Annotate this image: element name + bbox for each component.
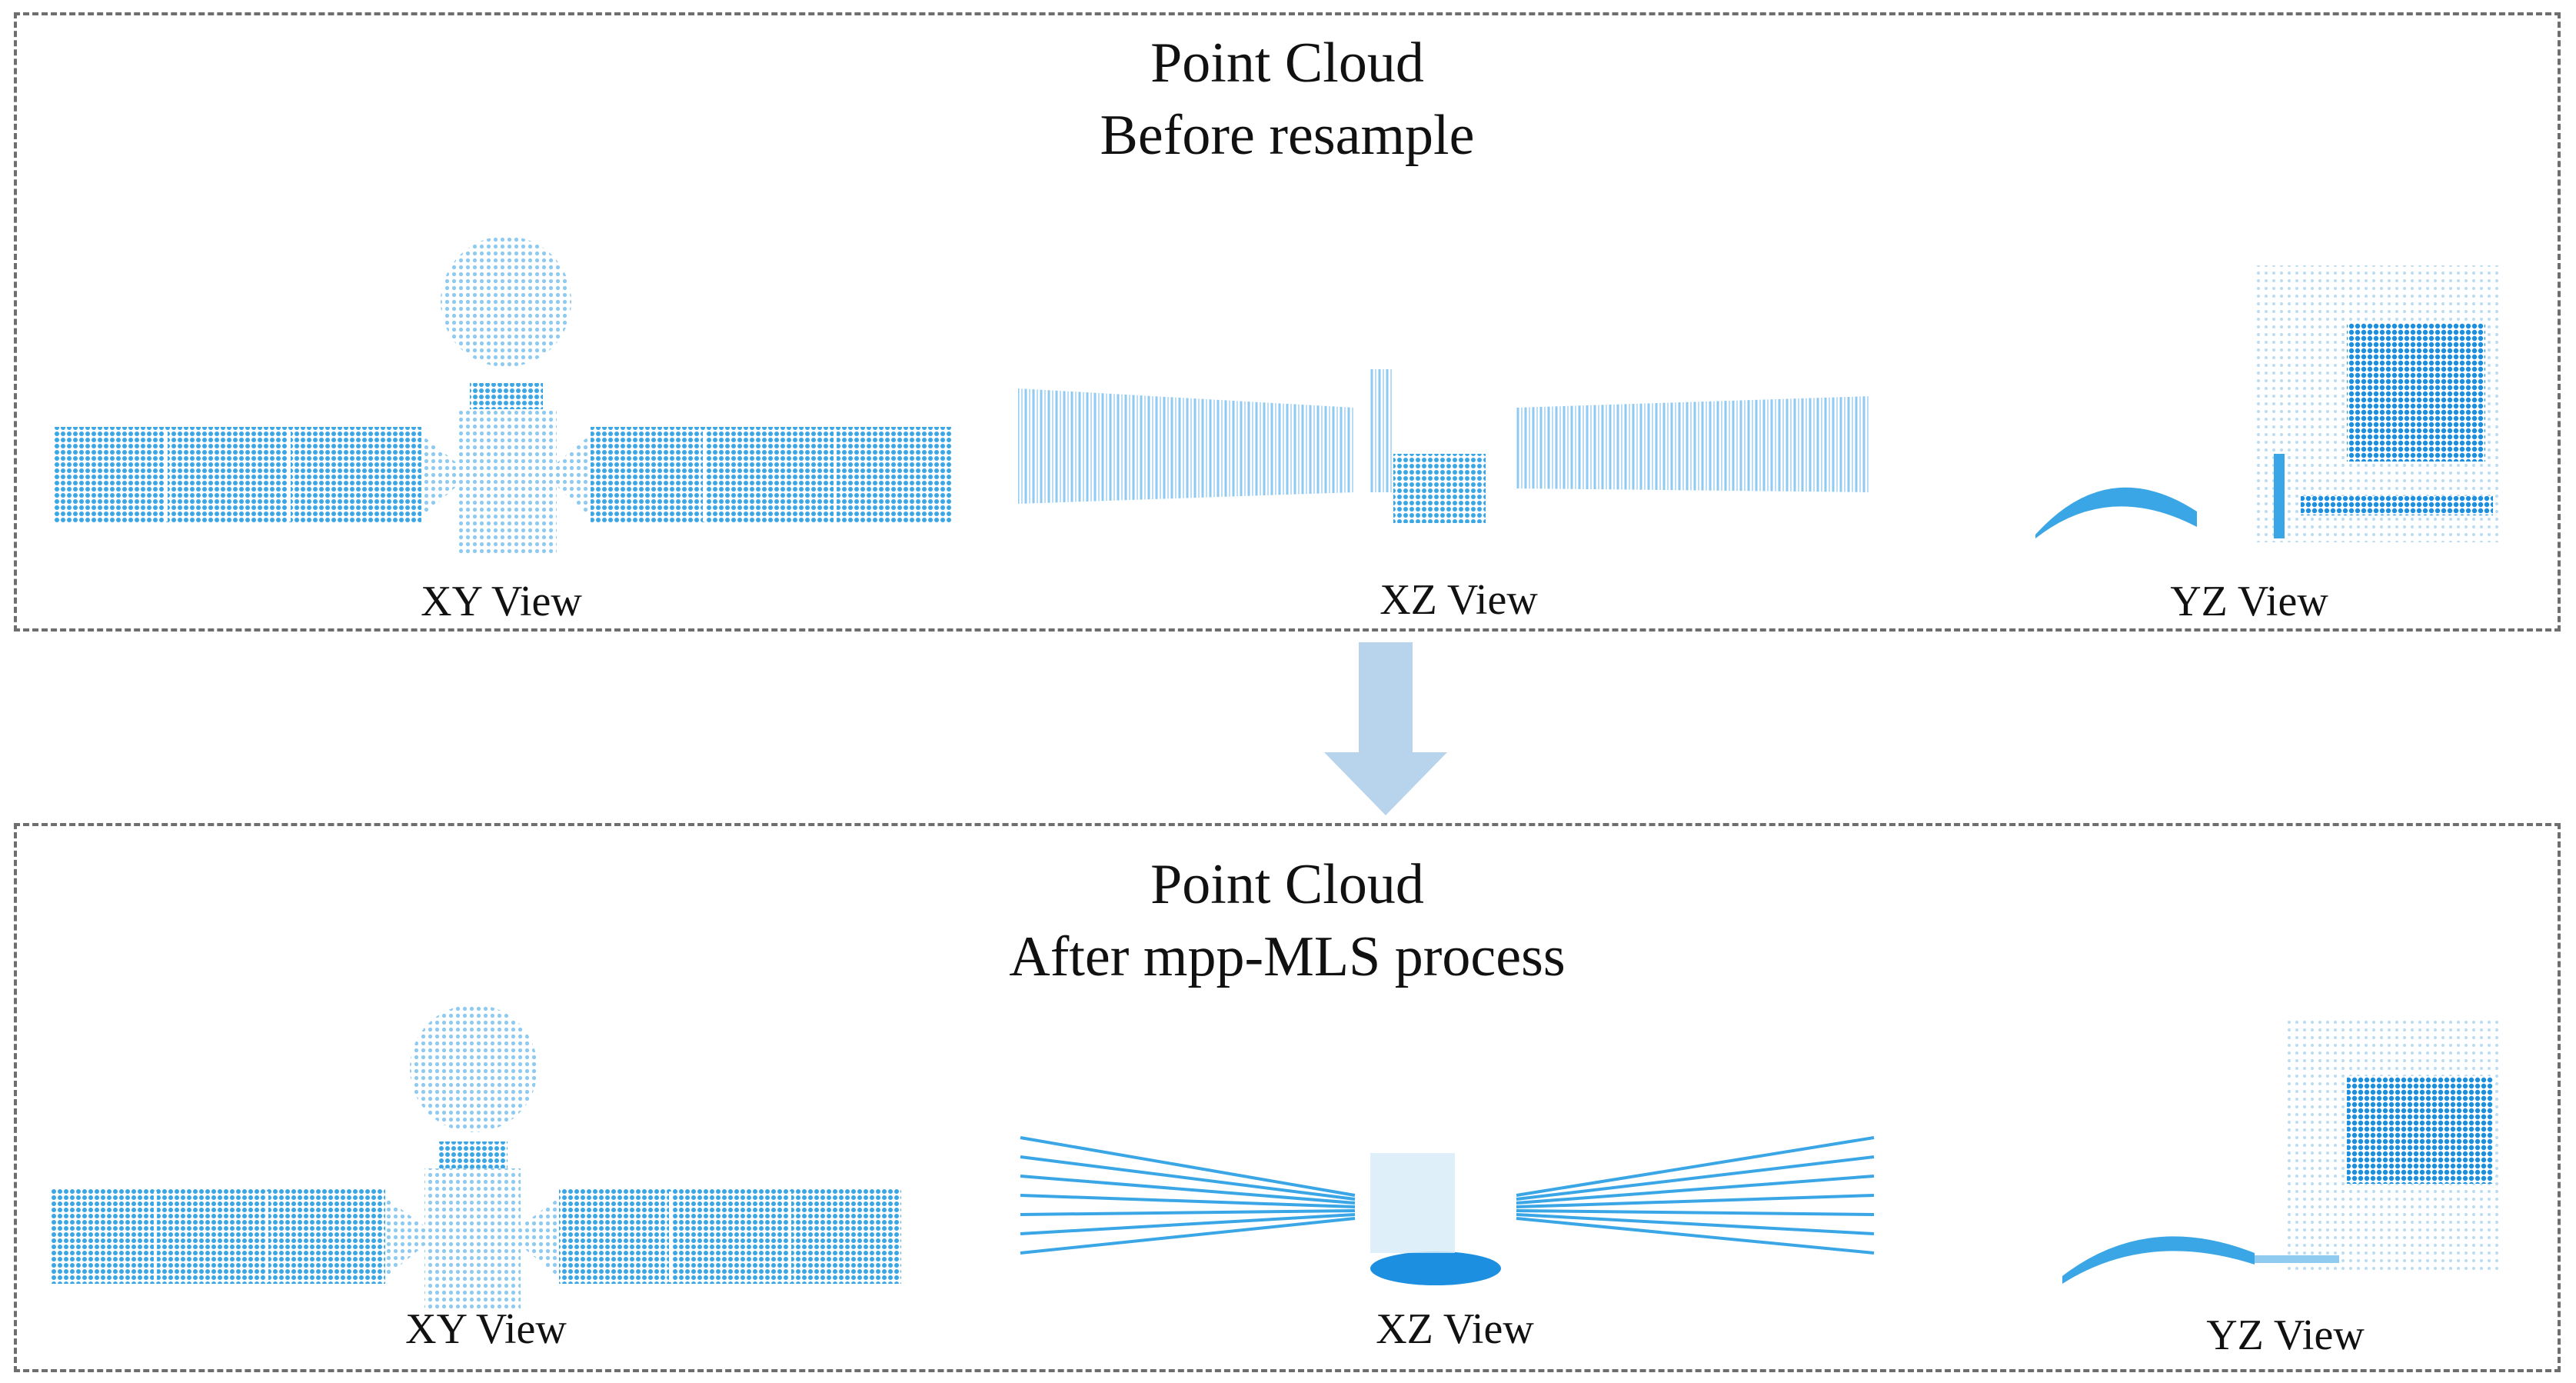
down-arrow xyxy=(1324,642,1447,815)
top-yz-view xyxy=(2035,265,2501,542)
top-xy-caption: XY View xyxy=(421,578,582,625)
top-yz-caption: YZ View xyxy=(2170,578,2328,625)
bottom-xz-view xyxy=(1020,1136,1875,1285)
bottom-xy-view xyxy=(51,1005,901,1311)
top-xz-caption: XZ View xyxy=(1380,576,1538,624)
bottom-title-line2: After mpp-MLS process xyxy=(1009,925,1566,988)
top-title-line2: Before resample xyxy=(1100,104,1475,167)
bottom-xz-caption: XZ View xyxy=(1376,1305,1534,1353)
bottom-yz-view xyxy=(2062,1018,2501,1284)
bottom-xy-caption: XY View xyxy=(405,1305,567,1353)
bottom-title-line1: Point Cloud xyxy=(1150,853,1424,916)
bottom-panel: Point Cloud After mpp-MLS process XY Vie… xyxy=(14,823,2561,1372)
bottom-yz-caption: YZ View xyxy=(2206,1311,2365,1359)
top-xy-view xyxy=(54,236,952,554)
top-title-line1: Point Cloud xyxy=(1150,32,1424,95)
top-xz-view xyxy=(1018,369,1870,523)
top-panel: Point Cloud Before resample xyxy=(14,12,2561,632)
